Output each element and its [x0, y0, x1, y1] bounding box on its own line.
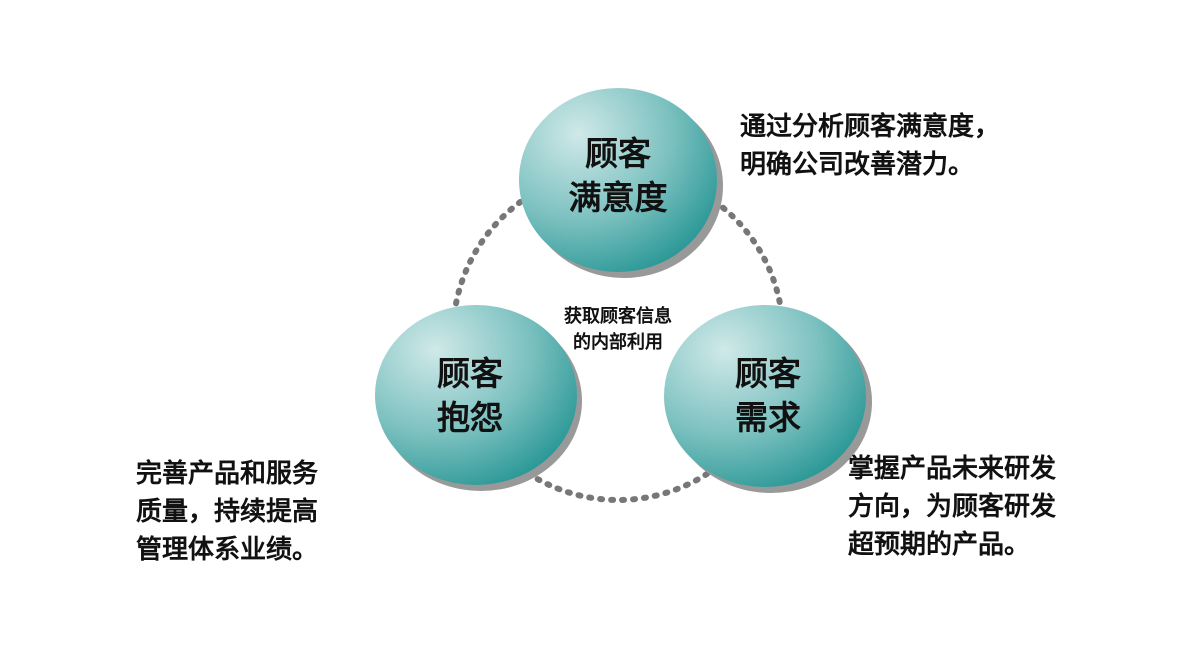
node-top-label: 顾客 满意度	[518, 132, 718, 220]
desc-line: 质量，持续提高	[136, 497, 319, 527]
label-line: 顾客	[437, 354, 503, 393]
label-line: 需求	[735, 398, 801, 437]
center-line: 的内部利用	[573, 332, 663, 353]
label-line: 顾客	[585, 134, 651, 173]
label-line: 顾客	[735, 354, 801, 393]
label-line: 抱怨	[437, 398, 503, 437]
circle-right	[664, 305, 866, 487]
desc-line: 完善产品和服务	[136, 459, 319, 489]
desc-line: 方向，为顾客研发	[848, 492, 1057, 522]
desc-line: 超预期的产品。	[848, 530, 1031, 560]
center-text: 获取顾客信息 的内部利用	[518, 304, 718, 356]
node-left-desc: 完善产品和服务 质量，持续提高 管理体系业绩。	[136, 455, 318, 569]
desc-line: 管理体系业绩。	[136, 535, 319, 565]
node-left-label: 顾客 抱怨	[370, 352, 570, 440]
node-right-label: 顾客 需求	[668, 352, 868, 440]
desc-line: 掌握产品未来研发	[848, 454, 1057, 484]
label-line: 满意度	[568, 178, 668, 217]
circle-left	[375, 305, 577, 485]
center-line: 获取顾客信息	[564, 306, 672, 327]
node-right-desc: 掌握产品未来研发 方向，为顾客研发 超预期的产品。	[848, 450, 1056, 564]
desc-line: 明确公司改善潜力。	[740, 150, 975, 180]
circle-top	[519, 88, 717, 272]
node-top-desc: 通过分析顾客满意度， 明确公司改善潜力。	[740, 108, 1000, 184]
desc-line: 通过分析顾客满意度，	[740, 112, 1001, 142]
